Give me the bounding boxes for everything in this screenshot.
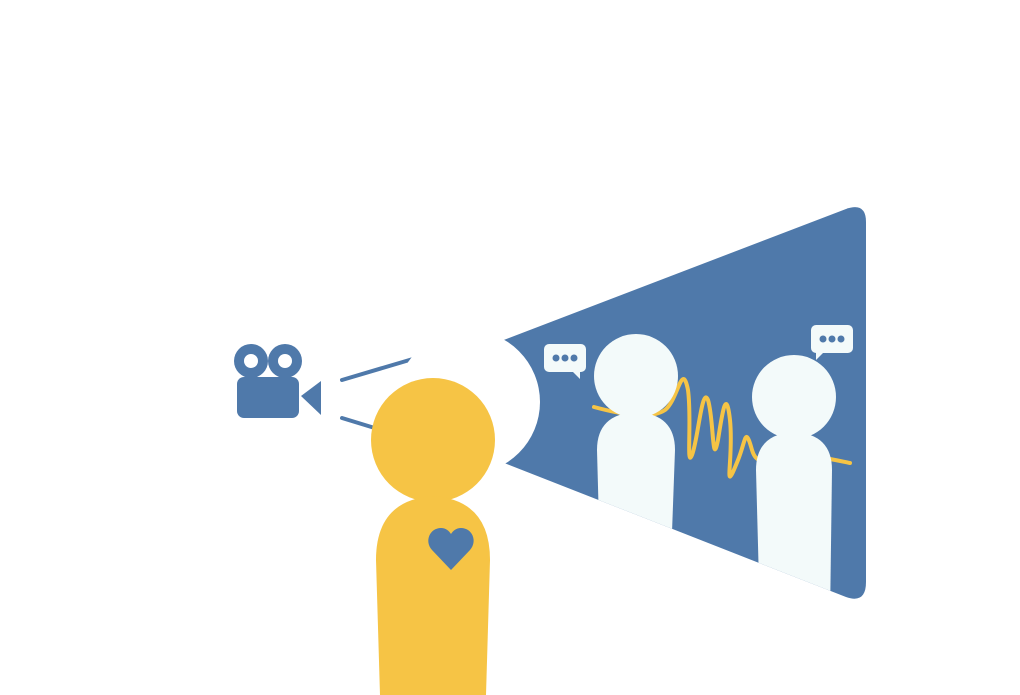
person-listener-1 xyxy=(594,334,678,560)
person-listener-2 xyxy=(752,355,836,599)
view-lines xyxy=(340,354,425,431)
heart-icon xyxy=(428,528,474,570)
speech-bubble-icon xyxy=(544,344,586,379)
video-camera-icon xyxy=(234,344,321,418)
speech-bubble-icon xyxy=(811,325,853,360)
sound-wave xyxy=(592,377,852,479)
